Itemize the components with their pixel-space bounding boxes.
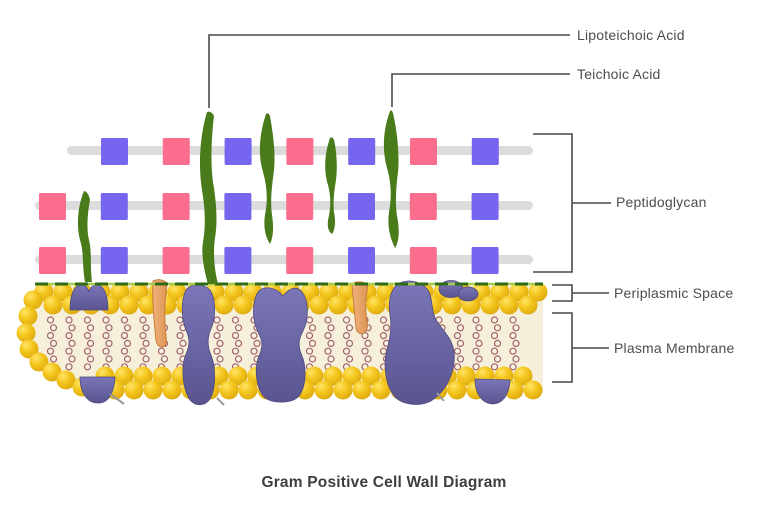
protein-hourglass-left: [181, 284, 216, 406]
label-plasma-membrane: Plasma Membrane: [614, 340, 735, 356]
sugar-unit-pink: [286, 193, 314, 220]
stray-marks: [109, 392, 445, 406]
sugar-unit-pink: [286, 247, 314, 274]
sugar-unit-blue: [100, 193, 128, 220]
sugar-unit-blue: [471, 247, 499, 274]
sugar-unit-pink: [39, 247, 66, 274]
membrane-proteins: [69, 280, 511, 406]
sugar-unit-pink: [162, 193, 190, 220]
anchor-rod-left: [152, 279, 168, 348]
label-peptidoglycan: Peptidoglycan: [616, 194, 707, 210]
sugar-unit-pink: [39, 193, 66, 220]
teichoic-strand-4: [383, 110, 399, 249]
teichoic-strand-3: [325, 137, 337, 234]
diagram-title: Gram Positive Cell Wall Diagram: [261, 474, 507, 491]
bracket-periplasmic: [552, 284, 573, 302]
sugar-unit-pink: [409, 247, 437, 274]
protein-bottom-blob: [79, 376, 116, 404]
label-lipoteichoic-acid: Lipoteichoic Acid: [577, 27, 685, 43]
glycan-backbone: [35, 201, 533, 210]
sugar-unit-blue: [224, 247, 252, 274]
teichoic-strand-2: [259, 113, 275, 245]
sugar-unit-blue: [100, 247, 128, 274]
protein-surface-blob: [69, 284, 109, 311]
sugar-unit-pink: [409, 193, 437, 220]
sugar-unit-blue: [224, 193, 252, 220]
sugar-unit-pink: [410, 138, 437, 165]
peptidoglycan-layer: [35, 138, 533, 274]
sugar-unit-blue: [348, 193, 375, 220]
protein-top-small-2: [457, 286, 479, 302]
bracket-peptidoglycan: [533, 133, 573, 273]
lta-anchors: [152, 279, 369, 348]
leader-lipoteichoic: [208, 34, 570, 108]
bracket-plasma: [552, 312, 573, 383]
sugar-unit-pink: [286, 138, 314, 165]
plasma-membrane-graphic: [16, 279, 548, 406]
lipoteichoic-strand: [199, 111, 218, 285]
leader-teichoic: [391, 73, 570, 107]
sugar-unit-pink: [162, 247, 190, 274]
sugar-unit-blue: [224, 138, 252, 165]
teichoic-strand-1: [77, 191, 92, 282]
sugar-unit-blue: [348, 247, 375, 274]
leader-lines: [208, 34, 611, 383]
sugar-unit-blue: [471, 193, 499, 220]
sugar-unit-blue: [348, 138, 376, 165]
sugar-unit-pink: [162, 138, 190, 165]
sugar-unit-blue: [101, 138, 128, 165]
label-periplasmic-space: Periplasmic Space: [614, 285, 734, 301]
label-teichoic-acid: Teichoic Acid: [577, 66, 661, 82]
sugar-unit-blue: [471, 138, 499, 165]
teichoic-strands: [77, 110, 399, 285]
glycan-backbone: [35, 255, 533, 264]
protein-hourglass-mid: [253, 287, 308, 403]
protein-bottom-blob-right: [474, 378, 511, 405]
protein-pear: [384, 280, 455, 405]
